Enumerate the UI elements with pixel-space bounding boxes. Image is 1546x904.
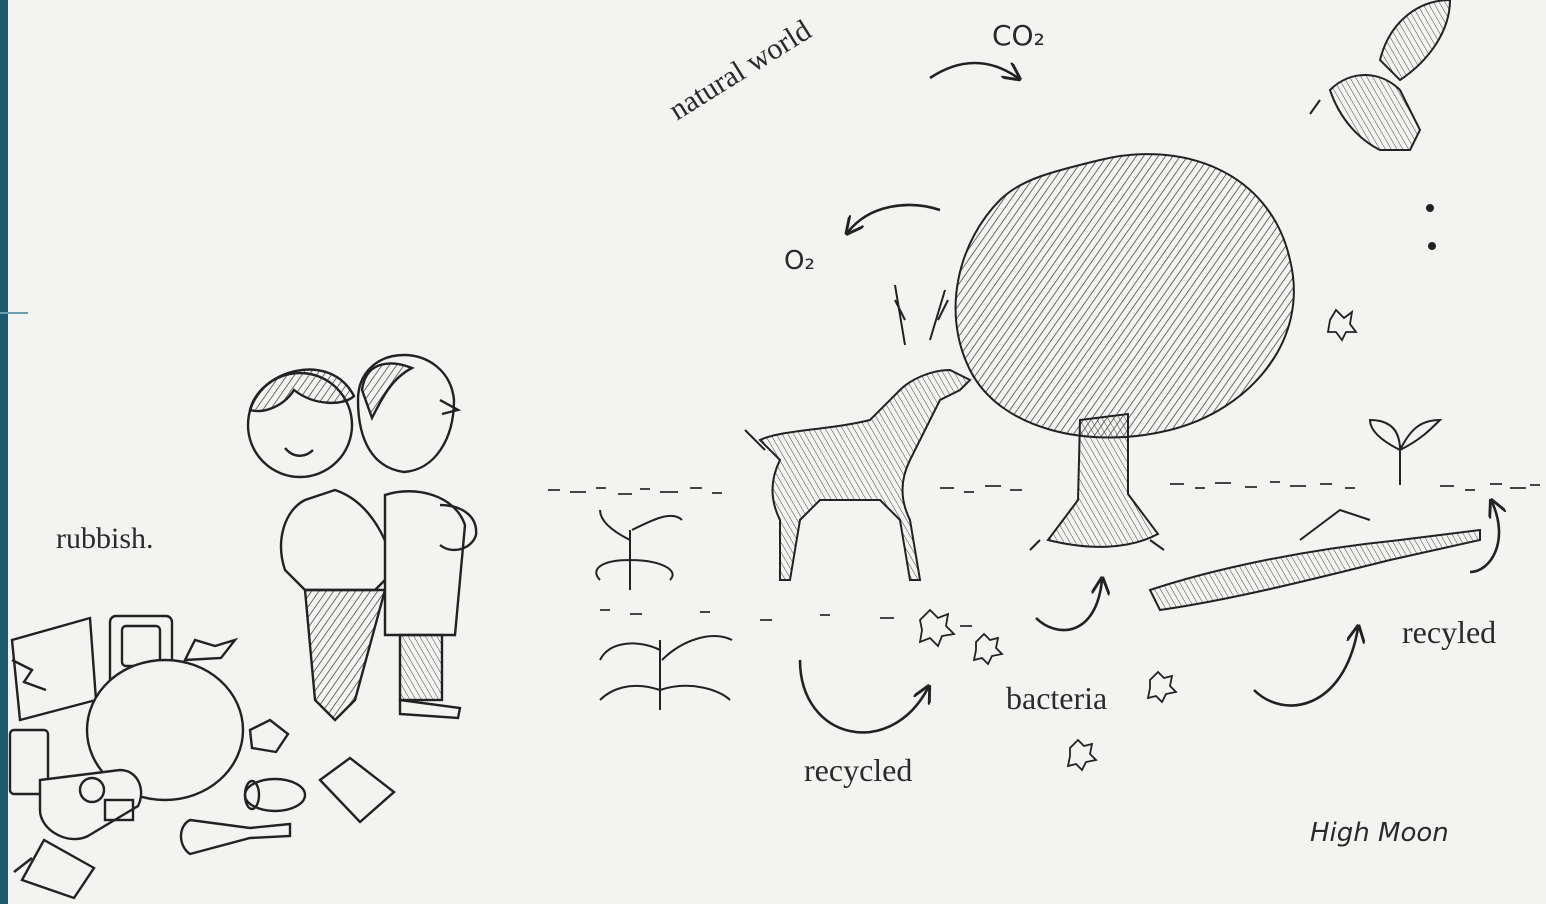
deer: [745, 285, 970, 580]
recycled-label: recycled: [804, 754, 912, 786]
tree: [956, 154, 1294, 550]
recyled-label: recyled: [1402, 616, 1496, 648]
bacteria-label: bacteria: [1006, 682, 1107, 714]
bird: [1310, 0, 1450, 249]
o2-label: O₂: [784, 248, 815, 274]
recycled-arrow-right-low: [1254, 628, 1358, 705]
co2-arrow: [930, 63, 1018, 78]
rubbish-label: rubbish.: [56, 524, 154, 554]
signature-label: High Moon: [1310, 820, 1449, 846]
co2-label: CO₂: [992, 22, 1045, 50]
fallen-log: [1150, 510, 1480, 610]
recycled-arrow-mid: [1036, 580, 1102, 630]
recycled-arrow-left: [800, 660, 928, 732]
o2-arrow: [848, 205, 940, 232]
